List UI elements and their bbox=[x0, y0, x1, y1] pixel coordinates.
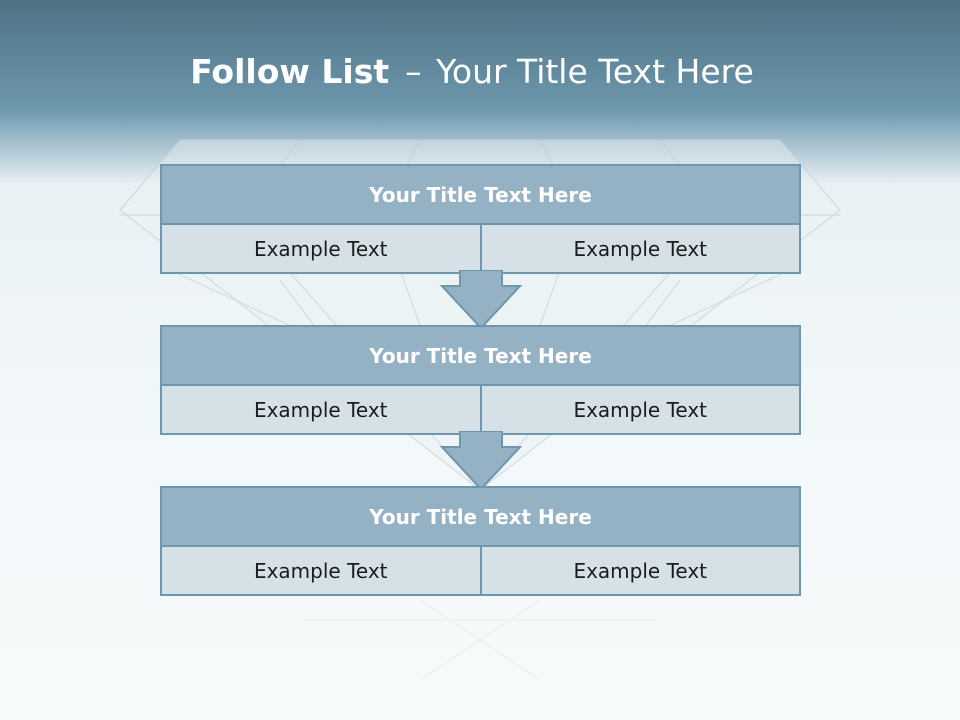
step-title-2: Your Title Text Here bbox=[162, 327, 799, 386]
page-title: Follow List– Your Title Text Here bbox=[0, 52, 944, 91]
step-row-2: Example Text Example Text bbox=[162, 386, 799, 433]
step-2-right-text: Example Text bbox=[479, 386, 799, 433]
title-bold: Follow List bbox=[190, 52, 390, 91]
step-1-left-text: Example Text bbox=[162, 225, 480, 272]
title-separator: – bbox=[405, 52, 422, 91]
step-block-2: Your Title Text Here Example Text Exampl… bbox=[160, 325, 801, 435]
step-row-3: Example Text Example Text bbox=[162, 547, 799, 594]
arrow-down-icon bbox=[440, 431, 522, 491]
step-block-1: Your Title Text Here Example Text Exampl… bbox=[160, 164, 801, 274]
step-2-left-text: Example Text bbox=[162, 386, 480, 433]
step-block-3: Your Title Text Here Example Text Exampl… bbox=[160, 486, 801, 596]
step-1-right-text: Example Text bbox=[479, 225, 799, 272]
arrow-down-icon bbox=[440, 270, 522, 330]
step-title-1: Your Title Text Here bbox=[162, 166, 799, 225]
step-3-right-text: Example Text bbox=[479, 547, 799, 594]
step-row-1: Example Text Example Text bbox=[162, 225, 799, 272]
step-title-3: Your Title Text Here bbox=[162, 488, 799, 547]
title-rest: Your Title Text Here bbox=[436, 52, 754, 91]
step-3-left-text: Example Text bbox=[162, 547, 480, 594]
